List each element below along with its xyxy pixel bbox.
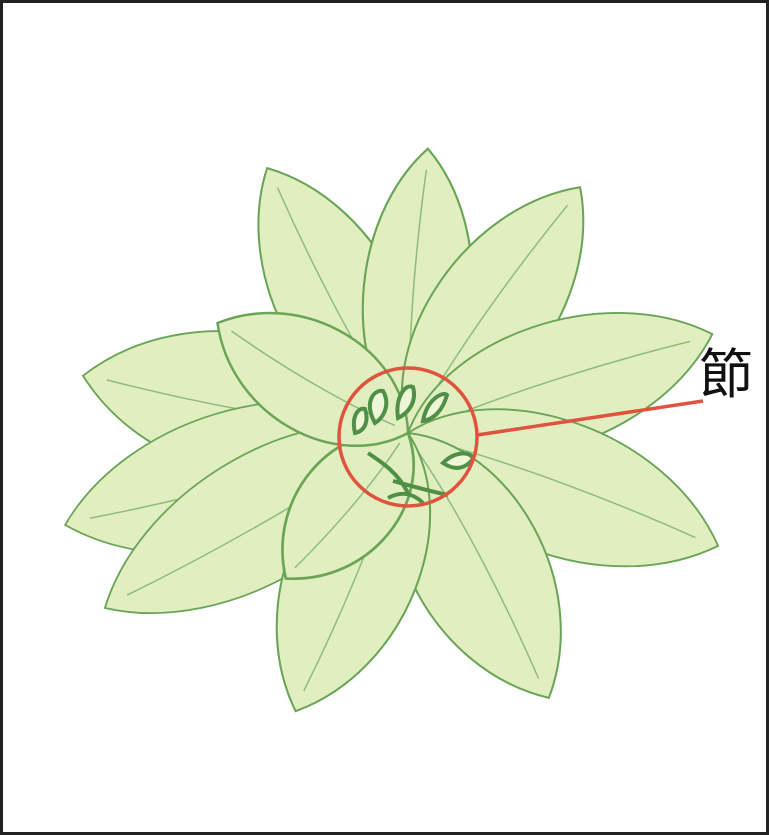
leaf-rosette-illustration <box>3 3 766 832</box>
node-label: 節 <box>699 348 753 402</box>
leaves-group <box>47 140 741 736</box>
bud-shape <box>354 409 367 433</box>
